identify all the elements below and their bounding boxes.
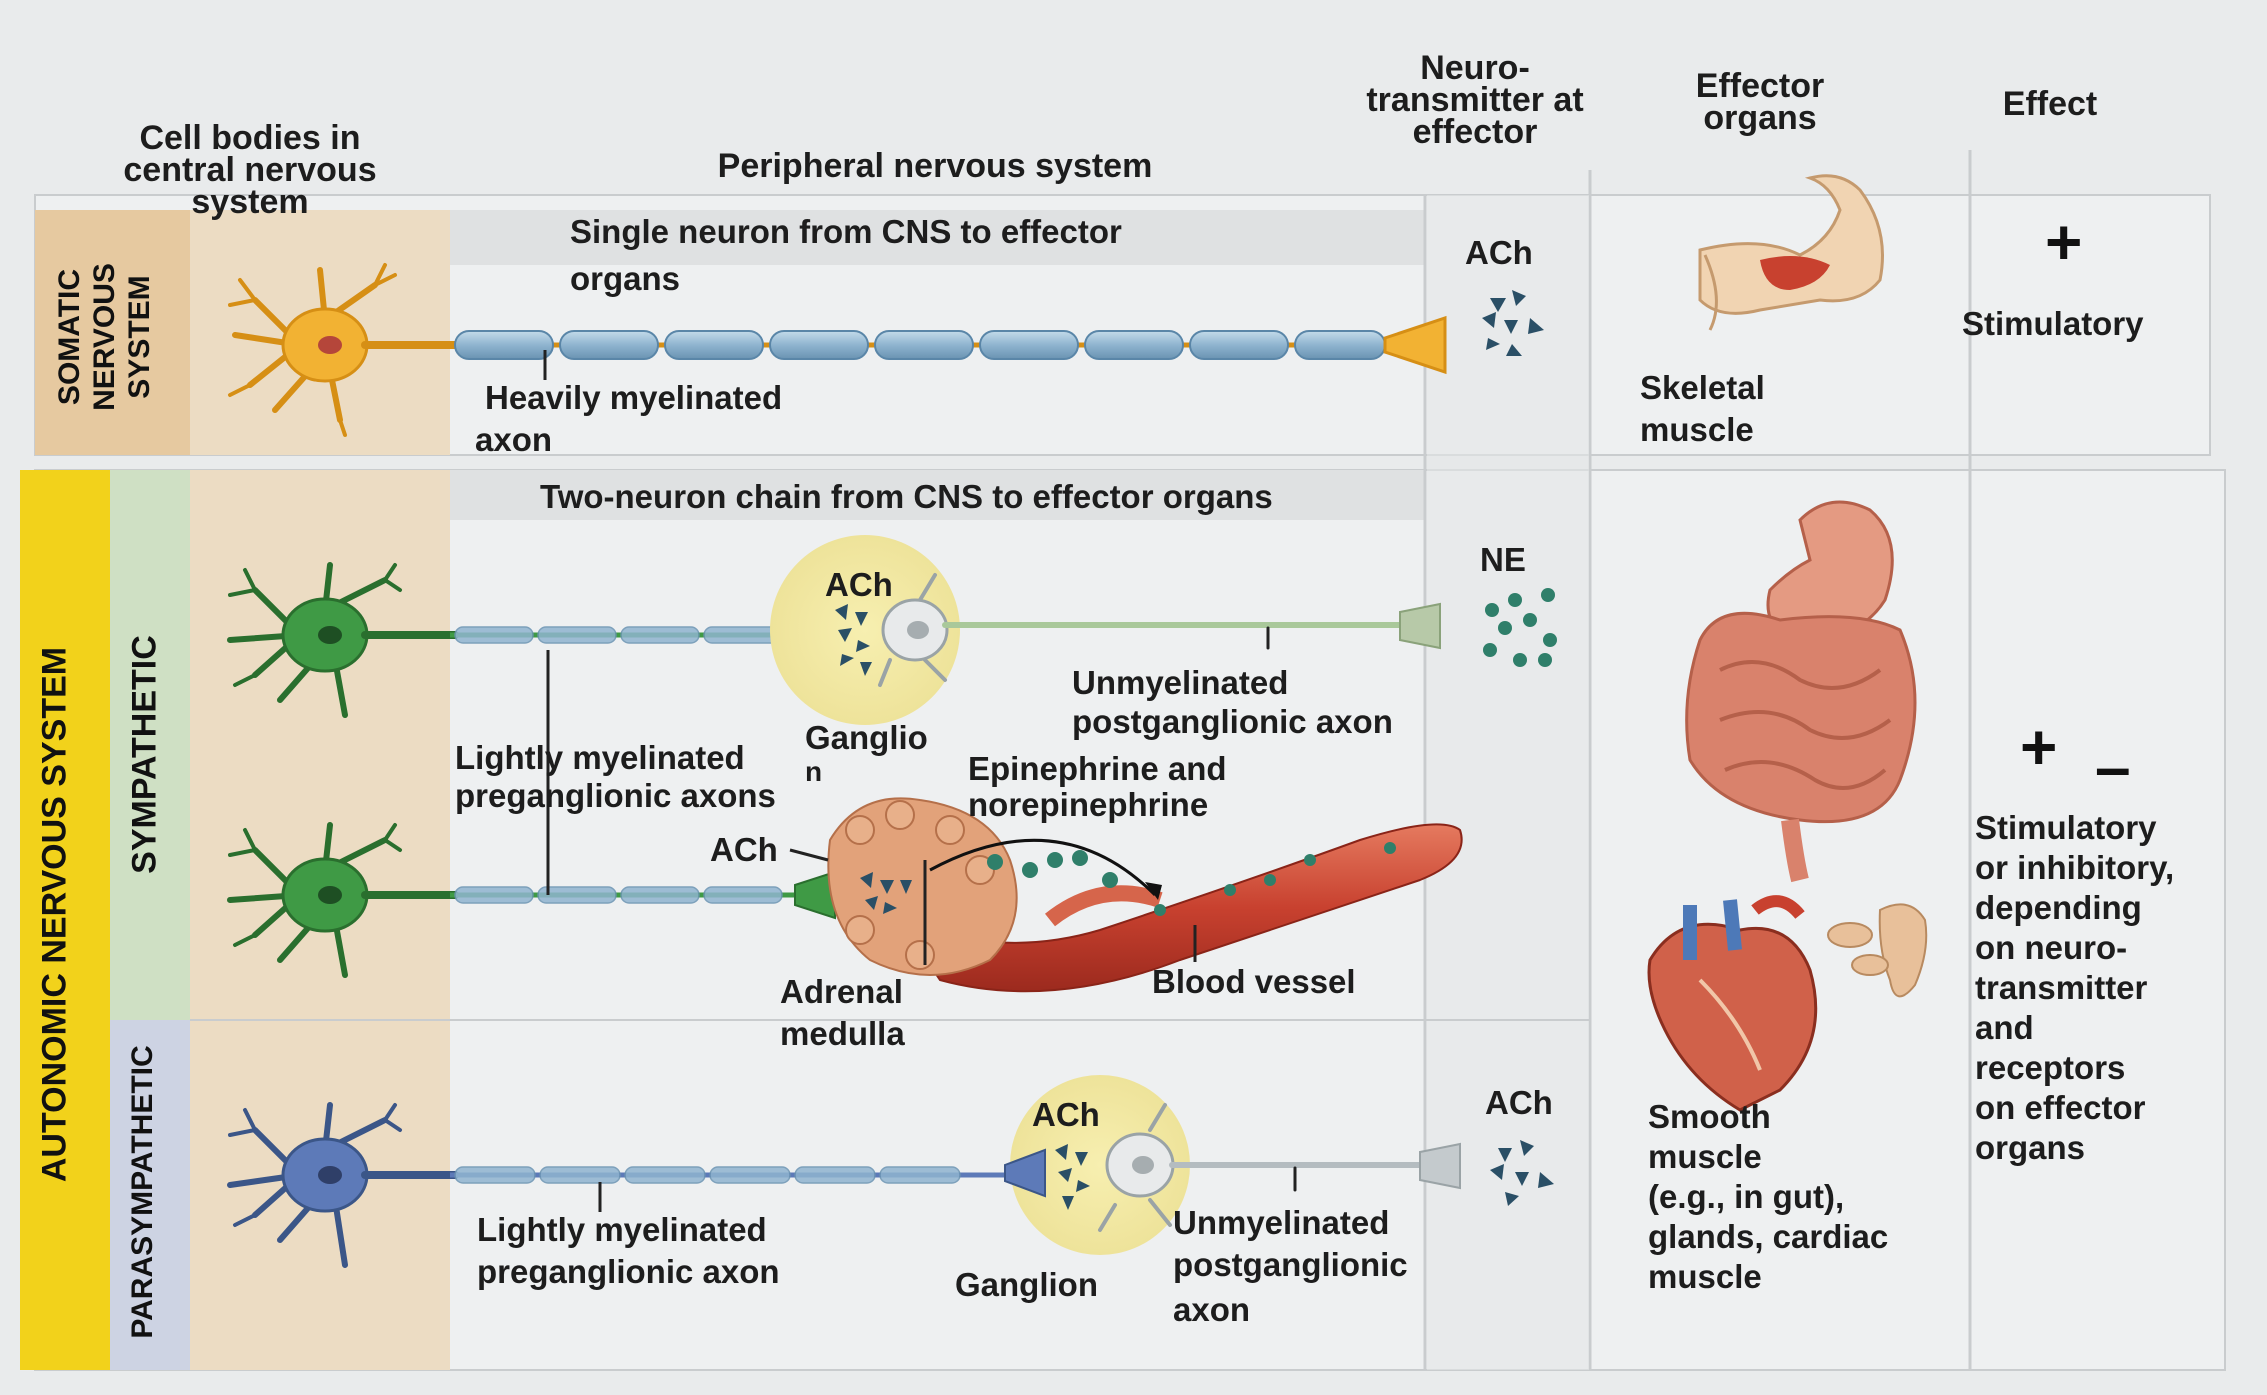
header-effector-organs: Effector organs	[1695, 67, 1825, 137]
parasympathetic-band	[110, 1020, 190, 1370]
autonomic-effect-plus: +	[2020, 711, 2058, 783]
parasympathetic-ganglion	[1010, 1075, 1190, 1255]
somatic-axon	[450, 315, 1447, 380]
parasympathetic-postganglionic-2: postganglionic	[1173, 1246, 1408, 1283]
effect-label-line: transmitter	[1975, 969, 2148, 1006]
ne-label: NE	[1480, 541, 1526, 578]
parasympathetic-nt-label: ACh	[1485, 1084, 1553, 1121]
digestive-organs-illustration	[1685, 500, 1917, 883]
header-neurotransmitter: Neuro- transmitter at effector	[1366, 49, 1584, 151]
somatic-banner-line1: Single neuron from CNS to effector	[570, 213, 1122, 250]
sympathetic-postganglionic-1: Unmyelinated	[1072, 664, 1289, 701]
adrenal-ach-pointer	[789, 848, 829, 862]
heart-illustration	[1647, 895, 1818, 1112]
autonomic-effect-labels: Stimulatory or inhibitory, depending on …	[1975, 808, 2174, 1168]
effect-label-line: and	[1975, 1009, 2034, 1046]
sympathetic-band	[110, 470, 190, 1020]
somatic-side-label-3: SYSTEM	[123, 275, 156, 399]
autonomic-effect-minus: –	[2095, 731, 2131, 803]
organ-label-line: muscle	[1648, 1138, 1762, 1175]
skeletal-muscle-illustration	[1698, 174, 1884, 331]
autonomic-side-label: AUTONOMIC NERVOUS SYSTEM	[35, 646, 74, 1183]
ne-molecules	[1483, 588, 1557, 667]
organ-label-line: Smooth	[1648, 1098, 1771, 1135]
effect-label-line: on effector	[1975, 1089, 2146, 1126]
parasympathetic-neuron	[227, 1102, 459, 1268]
parasympathetic-postganglionic-1: Unmyelinated	[1173, 1204, 1390, 1241]
adrenal-ach-molecules	[860, 872, 912, 914]
sympathetic-ganglion-label-1: Ganglio	[805, 719, 928, 756]
parasympathetic-ganglion-label: Ganglion	[955, 1266, 1098, 1303]
autonomic-organ-labels: Smooth muscle (e.g., in gut), glands, ca…	[1648, 1097, 1888, 1297]
sympathetic-ganglion	[770, 535, 960, 725]
sympathetic-ganglion-nt: ACh	[825, 566, 893, 603]
adrenal-medulla	[827, 797, 1018, 976]
header-peripheral-nervous-system: Peripheral nervous system	[717, 147, 1153, 185]
somatic-neuron	[228, 263, 459, 437]
sympathetic-postganglionic-2: postganglionic axon	[1072, 703, 1393, 740]
parasympathetic-side-label: PARASYMPATHETIC	[126, 1045, 159, 1339]
somatic-axon-label-2: axon	[475, 421, 553, 458]
somatic-effect-label: Stimulatory	[1962, 305, 2144, 342]
organ-label-line: glands, cardiac	[1648, 1218, 1889, 1255]
effect-label-line: Stimulatory	[1975, 809, 2157, 846]
somatic-side-label-1: SOMATIC	[53, 268, 86, 406]
sympathetic-postganglionic-neuron	[878, 573, 1441, 687]
header-cell-bodies: Cell bodies in central nervous system	[123, 119, 377, 221]
parasympathetic-ach-molecules	[1490, 1140, 1554, 1206]
parasympathetic-preganglionic-1: Lightly myelinated	[477, 1211, 767, 1248]
effect-label-line: receptors	[1975, 1049, 2126, 1086]
adrenal-medulla-label-1: Adrenal	[780, 973, 903, 1010]
effect-label-line: organs	[1975, 1129, 2086, 1166]
parasympathetic-ganglion-nt: ACh	[1032, 1096, 1100, 1133]
sympathetic-neuron-2	[227, 822, 459, 978]
sympathetic-neuron-1	[227, 562, 459, 718]
sympathetic-side-label: SYMPATHETIC	[125, 635, 164, 874]
skeletal-muscle-label-1: Skeletal	[1640, 369, 1765, 406]
somatic-side-label-2: NERVOUS	[88, 263, 121, 411]
sympathetic-ganglion-ach	[835, 604, 872, 676]
parasympathetic-postganglionic-neuron	[1098, 1103, 1461, 1232]
parasympathetic-preganglionic-axon	[450, 1166, 1015, 1212]
sympathetic-preganglionic-1: Lightly myelinated	[455, 739, 745, 776]
effect-label-line: or inhibitory,	[1975, 849, 2175, 886]
autonomic-banner	[450, 470, 1425, 520]
sympathetic-preganglionic-2: preganglionic axons	[455, 777, 776, 814]
epinephrine-label-2: norepinephrine	[968, 786, 1209, 823]
epinephrine-molecules	[987, 842, 1396, 916]
organ-label-line: muscle	[1648, 1258, 1762, 1295]
effect-label-line: on neuro-	[1975, 929, 2128, 966]
organ-label-line: (e.g., in gut),	[1648, 1178, 1845, 1215]
header-effect: Effect	[2002, 85, 2098, 123]
parasympathetic-preganglionic-2: preganglionic axon	[477, 1253, 780, 1290]
parasympathetic-terminal	[1004, 1148, 1046, 1198]
blood-vessel	[897, 823, 1463, 993]
parasympathetic-postganglionic-3: axon	[1173, 1291, 1251, 1328]
somatic-band	[35, 210, 190, 455]
adrenal-medulla-label-2: medulla	[780, 1015, 905, 1052]
autonomic-band	[20, 470, 110, 1370]
blood-vessel-label: Blood vessel	[1152, 963, 1356, 1000]
parasympathetic-ganglion-ach	[1055, 1144, 1090, 1210]
glands-illustration	[1827, 903, 1928, 998]
epinephrine-label-1: Epinephrine and	[968, 750, 1227, 787]
somatic-effect-symbol: +	[2045, 206, 2083, 278]
sympathetic-ganglion-label-2: n	[805, 756, 823, 787]
somatic-banner	[450, 210, 1425, 265]
epinephrine-arrow	[929, 838, 1157, 897]
somatic-neurotransmitter: ACh	[1465, 234, 1533, 271]
sympathetic-preganglionic-axon-2	[450, 650, 836, 920]
epinephrine-arrowhead	[1145, 882, 1162, 900]
adrenal-ach-label: ACh	[710, 831, 778, 868]
somatic-axon-label-1: Heavily myelinated	[485, 379, 783, 416]
somatic-banner-line2: organs	[570, 260, 681, 297]
somatic-ach-molecules	[1482, 290, 1544, 356]
skeletal-muscle-label-2: muscle	[1640, 411, 1754, 448]
effect-label-line: depending	[1975, 889, 2142, 926]
autonomic-banner: Two-neuron chain from CNS to effector or…	[540, 478, 1273, 515]
